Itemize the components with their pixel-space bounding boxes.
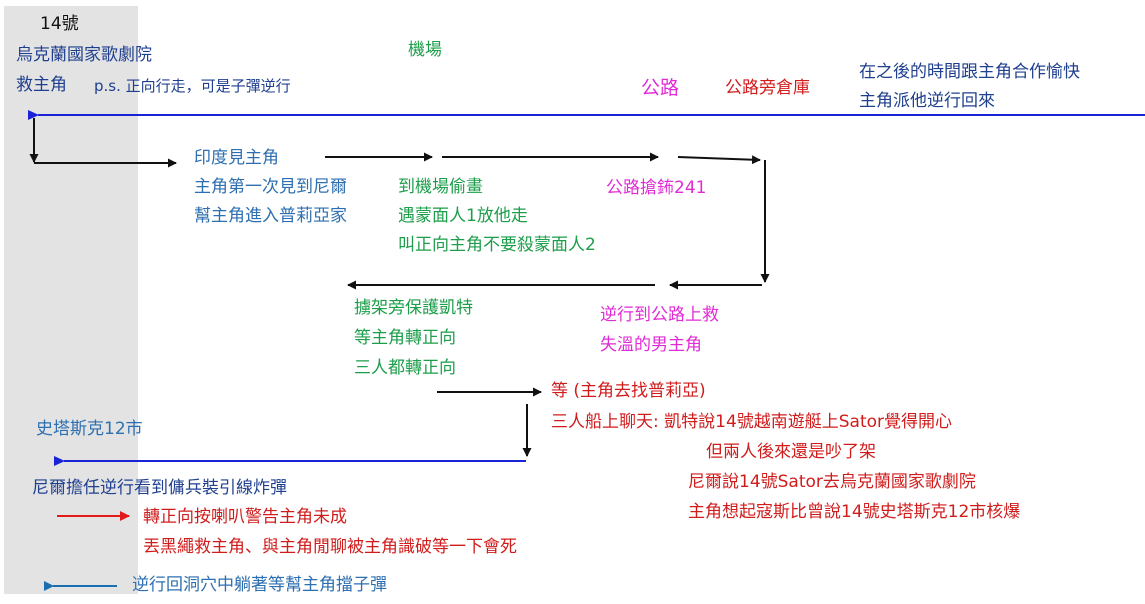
boat-quarrel: 但兩人後來還是吵了架 bbox=[706, 442, 876, 462]
garage-header: 公路旁倉庫 bbox=[725, 78, 810, 98]
stalsk-line-2: 轉正向按喇叭警告主角未成 bbox=[143, 507, 347, 527]
bullet-note: p.s. 正向行走，可是子彈逆行 bbox=[94, 77, 291, 95]
stalsk-line-3: 丟黑繩救主角、與主角閒聊被主角識破等一下會死 bbox=[143, 537, 517, 557]
kidnap-line-2: 等主角轉正向 bbox=[354, 328, 456, 348]
airport-line-2: 遇蒙面人1放他走 bbox=[398, 206, 528, 226]
arrow-highway-to-garage bbox=[677, 155, 761, 165]
airport-line-3: 叫正向主角不要殺蒙面人2 bbox=[398, 235, 596, 255]
kidnap-line-1: 擄架旁保護凱特 bbox=[354, 298, 473, 318]
india-line-3: 幫主角進入普莉亞家 bbox=[194, 206, 347, 226]
rescue-line-2: 失溫的男主角 bbox=[600, 335, 702, 355]
stalsk-line-1: 尼爾擔任逆行看到傭兵裝引線炸彈 bbox=[32, 478, 287, 498]
highway-header: 公路 bbox=[641, 77, 680, 99]
rescue-label: 救主角 bbox=[16, 75, 67, 95]
boat-wait: 等 (主角去找普莉亞) bbox=[551, 381, 706, 401]
top-right-line-2: 主角派他逆行回來 bbox=[859, 91, 995, 111]
boat-neil-says: 尼爾說14號Sator去烏克蘭國家歌劇院 bbox=[688, 472, 976, 492]
india-line-2: 主角第一次見到尼爾 bbox=[194, 177, 347, 197]
airport-header: 機場 bbox=[408, 40, 442, 60]
top-right-line-1: 在之後的時間跟主角合作愉快 bbox=[859, 62, 1080, 82]
rescue-line-1: 逆行到公路上救 bbox=[600, 305, 719, 325]
highway-robbery: 公路搶鈽241 bbox=[606, 178, 707, 198]
opera-house-label: 烏克蘭國家歌劇院 bbox=[16, 45, 152, 65]
kidnap-line-3: 三人都轉正向 bbox=[354, 358, 456, 378]
stalsk-line-4: 逆行回洞穴中躺著等幫主角擋子彈 bbox=[132, 575, 387, 595]
boat-chat: 三人船上聊天: 凱特說14號越南遊艇上Sator覺得開心 bbox=[551, 412, 953, 432]
day-14-band bbox=[4, 6, 138, 594]
boat-recall: 主角想起寇斯比曾說14號史塔斯克12市核爆 bbox=[688, 502, 1021, 522]
airport-line-1: 到機場偷畫 bbox=[398, 177, 483, 197]
stalsk-title: 史塔斯克12市 bbox=[36, 419, 143, 439]
day-label: 14號 bbox=[40, 14, 79, 34]
india-line-1: 印度見主角 bbox=[194, 148, 279, 168]
